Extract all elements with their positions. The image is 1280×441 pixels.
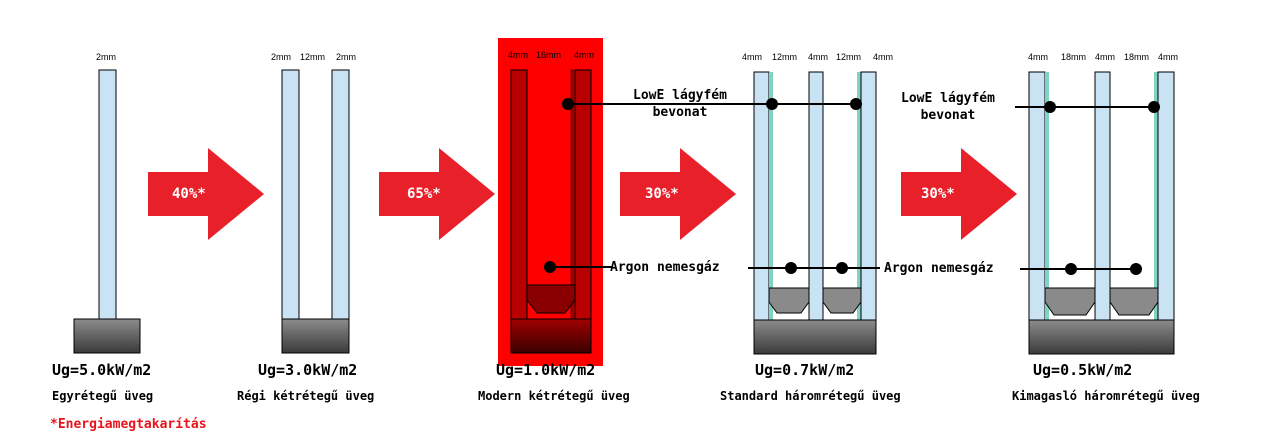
arrow-1 [148,148,264,240]
glass-pane [808,71,824,321]
unit-old-double-glazing [281,69,350,354]
glazing-type-name: Standard háromrétegű üveg [720,389,901,403]
spacer [526,284,576,314]
glass-pane [574,69,592,320]
arrow-label: 65%* [407,186,441,202]
lowe-coating [1045,72,1049,320]
arrow-label: 30%* [921,186,955,202]
ug-value: Ug=3.0kW/m2 [258,361,358,379]
glass-pane [1028,71,1046,321]
lowe-callout-line1: LowE lágyfém [633,88,727,103]
dimension-label: 18mm [1124,52,1150,62]
arrow-label: 40%* [172,186,206,202]
glass-pane [98,69,117,320]
ug-value: Ug=0.7kW/m2 [755,361,855,379]
dimension-label: 2mm [336,52,356,62]
glass-pane [510,69,528,320]
arrow-label: 30%* [645,186,679,202]
glazing-type-name: Régi kétrétegű üveg [237,389,375,403]
arrow-3 [620,148,736,240]
unit-modern-double-glazing [498,38,603,366]
dimension-label: 4mm [1028,52,1048,62]
spacer [1109,287,1159,316]
lowe-coating [1154,72,1158,320]
glazing-type-name: Egyrétegű üveg [52,389,154,403]
dimension-label: 4mm [1095,52,1115,62]
glass-pane [281,69,300,320]
spacer [1044,287,1096,316]
argon-callout: Argon nemesgáz [884,261,994,276]
ug-value: Ug=0.5kW/m2 [1033,361,1133,379]
dimension-label: 4mm [574,50,594,60]
glass-pane [753,71,770,321]
lowe-callout: LowE lágyfém bevonat [880,90,1016,124]
lowe-callout: LowE lágyfém bevonat [612,87,748,121]
lowe-callout-line2: bevonat [652,105,708,120]
ug-value: Ug=1.0kW/m2 [496,361,596,379]
dimension-label: 12mm [836,52,862,62]
lowe-coating [769,72,773,320]
arrow-4 [901,148,1017,240]
dimension-label: 4mm [508,50,528,60]
unit-premium-triple-glazing [1028,71,1175,355]
unit-single-glazing [73,69,141,354]
ug-value: Ug=5.0kW/m2 [52,361,152,379]
frame-base [1028,319,1175,355]
glass-pane [1094,71,1111,321]
lowe-callout-line1: LowE lágyfém [901,91,995,106]
dimension-label: 12mm [772,52,798,62]
lowe-callout-lines [562,98,1160,113]
dimension-label: 18mm [1061,52,1087,62]
arrow-2 [379,148,495,240]
glass-pane [860,71,877,321]
spacer [768,287,810,314]
unit-standard-triple-glazing [753,71,877,355]
argon-callout-lines [544,261,1142,275]
glass-pane [1157,71,1175,321]
frame-base [73,318,141,354]
dimension-label: 2mm [271,52,291,62]
dimension-label: 12mm [300,52,326,62]
dimension-label: 4mm [1158,52,1178,62]
dimension-label: 4mm [808,52,828,62]
glazing-type-name: Kimagasló háromrétegű üveg [1012,389,1200,403]
argon-callout: Argon nemesgáz [610,260,720,275]
dimension-label: 2mm [96,52,116,62]
dimension-label: 4mm [742,52,762,62]
lowe-callout-line2: bevonat [920,108,976,123]
spacer [822,287,862,314]
frame-base [510,318,592,354]
frame-base [753,319,877,355]
dimension-label: 16mm [536,50,562,60]
glazing-type-name: Modern kétrétegű üveg [478,389,630,403]
dimension-label: 4mm [873,52,893,62]
glass-pane [331,69,350,320]
footnote: *Energiamegtakarítás [50,417,207,432]
frame-base [281,318,350,354]
lowe-coating [857,72,861,320]
